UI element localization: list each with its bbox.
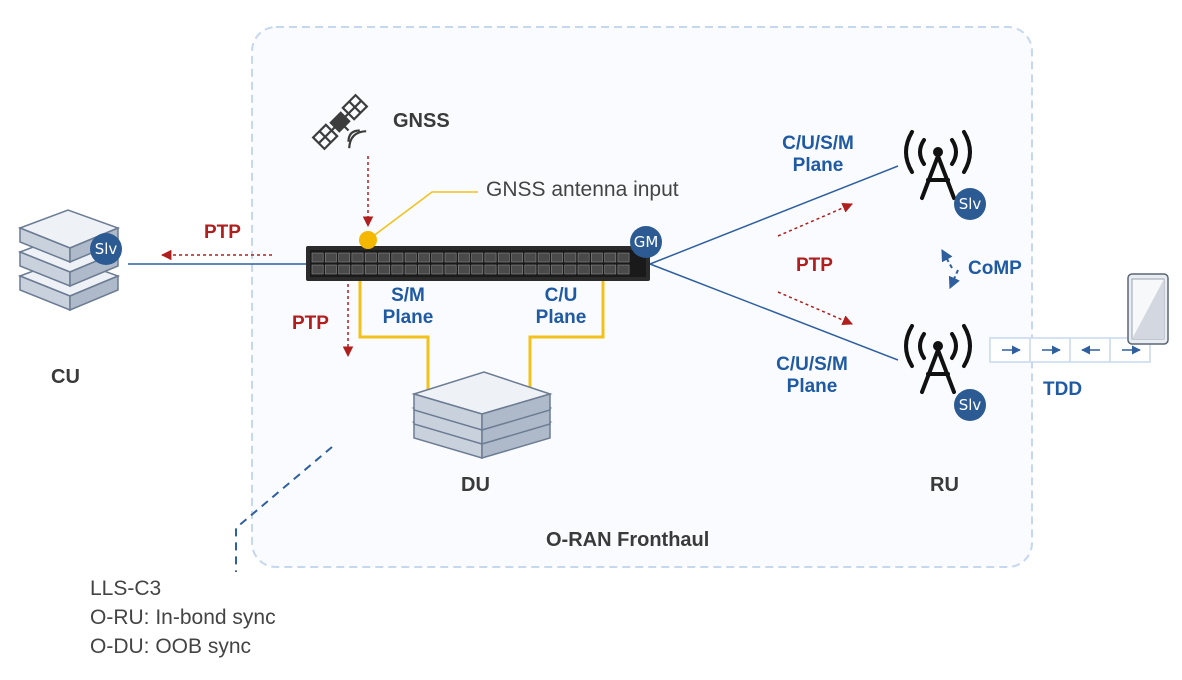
fronthaul-frame — [251, 26, 1033, 568]
ptp-ru-bottom-arrow — [777, 291, 853, 326]
antenna-tower-icon — [904, 130, 972, 200]
switch-port — [391, 264, 404, 275]
cu-plane-label: C/U Plane — [535, 285, 587, 328]
antenna-tower-bottom-icon — [904, 324, 972, 394]
cu-slv-badge: Slv — [90, 233, 122, 265]
switch-port — [497, 252, 510, 263]
switch-port — [324, 252, 337, 263]
switch-port — [484, 264, 497, 275]
switch-port — [431, 264, 444, 275]
switch-port — [604, 252, 617, 263]
ru-bottom-slv-badge: Slv — [954, 389, 986, 421]
ptp-ru-label: PTP — [796, 255, 833, 276]
ru-top-plane-label: C/U/S/M Plane — [782, 133, 854, 176]
switch-port — [617, 252, 630, 263]
ptp-ru-top-arrow — [777, 202, 853, 237]
ru-bottom-link — [649, 263, 899, 361]
ru-label: RU — [930, 474, 959, 496]
switch-port — [338, 264, 351, 275]
switch-port — [418, 252, 430, 263]
switch-port — [484, 252, 497, 263]
switch-port — [404, 264, 417, 275]
switch-port — [471, 264, 484, 275]
switch-port — [391, 252, 404, 263]
ptp-cu-label: PTP — [204, 222, 241, 243]
switch-port — [364, 252, 377, 263]
comp-arrow-down — [948, 269, 960, 290]
switch-port — [338, 252, 351, 263]
phone-icon — [1127, 273, 1169, 345]
satellite-icon — [311, 93, 369, 151]
ru-top-slv-badge: Slv — [954, 188, 986, 220]
switch-port — [577, 252, 590, 263]
cu-label: CU — [51, 366, 80, 388]
du-label: DU — [461, 474, 490, 496]
switch-port — [524, 264, 537, 275]
switch-port — [444, 264, 457, 275]
switch-port — [551, 264, 563, 275]
ru-bottom-plane-label: C/U/S/M Plane — [776, 354, 848, 397]
fronthaul-title: O-RAN Fronthaul — [546, 529, 710, 551]
comp-label: CoMP — [968, 258, 1022, 279]
switch-port — [604, 264, 617, 275]
switch-port — [471, 252, 484, 263]
switch-port — [537, 252, 550, 263]
note-leader-line — [235, 446, 333, 572]
sync-note: LLS-C3 O-RU: In-bond sync O-DU: OOB sync — [90, 577, 276, 658]
switch-port — [497, 264, 510, 275]
switch-port — [617, 264, 630, 275]
switch-port — [590, 252, 603, 263]
switch-port — [511, 264, 523, 275]
ru-top-link — [649, 165, 899, 265]
comp-arrow-up — [941, 248, 953, 269]
gnss-antenna-leader — [367, 191, 478, 241]
gnss-antenna-port — [359, 231, 377, 249]
ptp-du-label: PTP — [292, 313, 329, 334]
switch-port — [431, 252, 444, 263]
switch-port — [551, 252, 563, 263]
switch-port — [324, 264, 337, 275]
switch-port — [378, 252, 390, 263]
switch-port — [537, 264, 550, 275]
tdd-frame-icon — [989, 337, 1151, 363]
gnss-label: GNSS — [393, 110, 450, 132]
switch-port — [457, 264, 470, 275]
switch-port — [364, 264, 377, 275]
switch-port — [524, 252, 537, 263]
switch-port — [351, 252, 364, 263]
switch-port — [404, 252, 417, 263]
tdd-label: TDD — [1043, 379, 1083, 400]
switch-port — [564, 264, 577, 275]
sm-plane-link — [358, 281, 430, 390]
switch-port — [577, 264, 590, 275]
du-server-stack-icon — [411, 371, 553, 460]
switch-port — [590, 264, 603, 275]
switch-port — [457, 252, 470, 263]
switch-port — [351, 264, 364, 275]
switch-port — [418, 264, 430, 275]
switch-icon — [306, 231, 650, 281]
sm-plane-label: S/M Plane — [382, 285, 434, 328]
switch-gm-badge: GM — [630, 226, 662, 258]
gnss-antenna-label: GNSS antenna input — [486, 178, 679, 201]
cu-plane-link — [528, 281, 605, 390]
switch-port — [444, 252, 457, 263]
switch-port — [564, 252, 577, 263]
switch-port — [311, 264, 324, 275]
switch-port — [378, 264, 390, 275]
switch-port — [311, 252, 324, 263]
switch-port — [511, 252, 523, 263]
